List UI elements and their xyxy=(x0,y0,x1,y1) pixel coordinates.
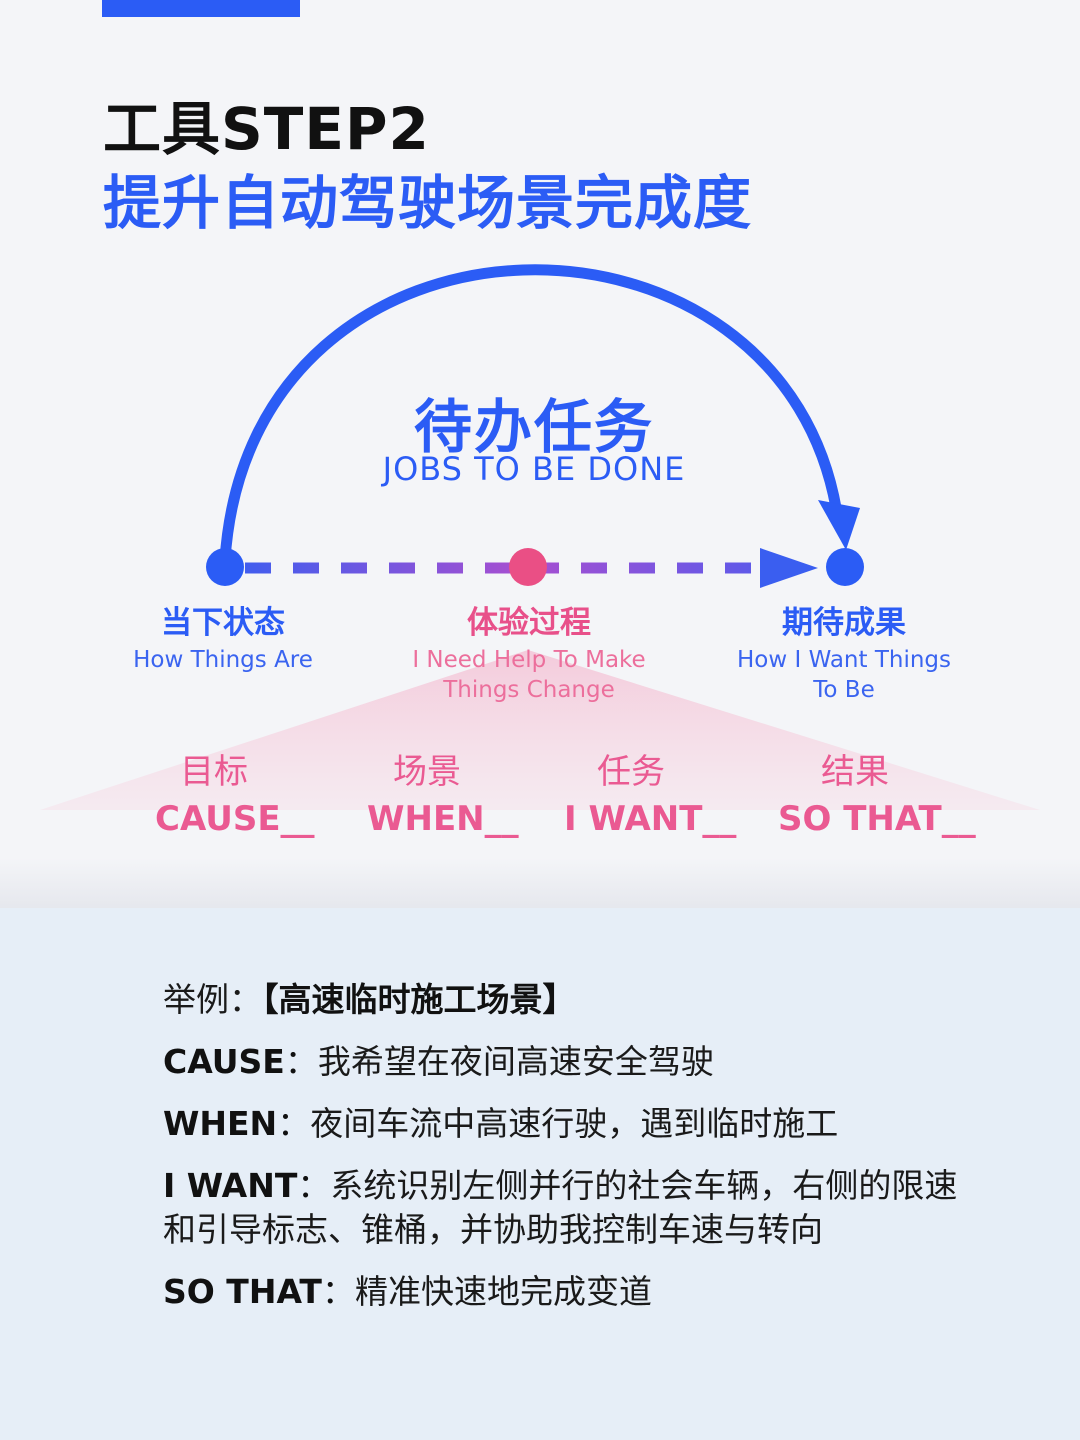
example-scene: 【高速临时施工场景】 xyxy=(262,980,576,1019)
formula-cause: 目标 CAUSE__ xyxy=(140,750,350,841)
page-title: 工具STEP2 xyxy=(103,95,430,163)
example-row-when: WHEN：夜间车流中高速行驶，遇到临时施工 xyxy=(163,1102,963,1146)
stage-expected-subtitle-line1: How I Want Things xyxy=(736,647,952,673)
start-dot xyxy=(206,548,244,586)
middle-dot xyxy=(509,548,547,586)
example-text-when: 夜间车流中高速行驶，遇到临时施工 xyxy=(310,1104,839,1143)
formula-when: 场景 WHEN__ xyxy=(355,750,545,841)
example-key-sothat: SO THAT xyxy=(163,1272,322,1311)
example-text-cause: 我希望在夜间高速安全驾驶 xyxy=(317,1042,714,1081)
formula-iwant: 任务 I WANT__ xyxy=(552,750,762,841)
end-dot xyxy=(826,548,864,586)
formula-sothat: 结果 SO THAT__ xyxy=(765,750,1005,841)
example-panel xyxy=(0,908,1080,1440)
formula-sothat-en: SO THAT__ xyxy=(778,799,976,839)
stage-expected-title: 期待成果 xyxy=(782,605,906,641)
example-text-iwant: 系统识别左侧并行的社会车辆，右侧的限速和引导标志、锥桶，并协助我控制车速与转向 xyxy=(163,1166,958,1249)
formula-cause-cn: 目标 xyxy=(180,752,248,792)
stage-current: 当下状态 How Things Are xyxy=(73,603,373,675)
example-key-cause: CAUSE xyxy=(163,1042,285,1081)
top-accent-bar xyxy=(102,0,300,17)
example-text-sothat: 精准快速地完成变道 xyxy=(354,1272,652,1311)
example-row-cause: CAUSE：我希望在夜间高速安全驾驶 xyxy=(163,1040,963,1084)
example-block: 举例：【高速临时施工场景】 CAUSE：我希望在夜间高速安全驾驶 WHEN：夜间… xyxy=(163,978,963,1332)
stage-expected-subtitle: How I Want Things To Be xyxy=(694,645,994,705)
formula-sothat-cn: 结果 xyxy=(821,752,889,792)
example-colon: ： xyxy=(297,1166,331,1205)
example-heading: 举例：【高速临时施工场景】 xyxy=(163,978,963,1022)
example-colon: ： xyxy=(277,1104,311,1143)
stage-expected: 期待成果 How I Want Things To Be xyxy=(694,603,994,705)
jtbd-diagram xyxy=(40,264,1040,810)
stage-experience-subtitle-line2: Things Change xyxy=(443,677,615,703)
example-key-when: WHEN xyxy=(163,1104,278,1143)
example-label: 举例： xyxy=(163,980,262,1019)
stage-current-title: 当下状态 xyxy=(161,605,285,641)
arc-arrow xyxy=(219,264,844,566)
stage-expected-subtitle-line2: To Be xyxy=(813,677,875,703)
arc-arrowhead xyxy=(818,500,860,550)
panel-shadow xyxy=(0,858,1080,908)
formula-iwant-en: I WANT__ xyxy=(564,799,737,839)
example-key-iwant: I WANT xyxy=(163,1166,298,1205)
jtbd-title-en: JOBS TO BE DONE xyxy=(382,450,686,488)
example-row-sothat: SO THAT：精准快速地完成变道 xyxy=(163,1270,963,1314)
example-colon: ： xyxy=(321,1272,355,1311)
example-colon: ： xyxy=(284,1042,318,1081)
jtbd-title-cn: 待办任务 xyxy=(413,393,654,461)
formula-iwant-cn: 任务 xyxy=(597,752,665,792)
formula-cause-en: CAUSE__ xyxy=(155,799,315,839)
dashed-arrowhead xyxy=(760,548,818,588)
formula-when-cn: 场景 xyxy=(393,752,461,792)
formula-when-en: WHEN__ xyxy=(367,799,519,839)
stage-current-subtitle: How Things Are xyxy=(133,647,313,673)
stage-experience-title: 体验过程 xyxy=(467,605,591,641)
page-subtitle: 提升自动驾驶场景完成度 xyxy=(103,169,753,237)
stage-experience: 体验过程 I Need Help To Make Things Change xyxy=(379,603,679,705)
stage-experience-subtitle: I Need Help To Make Things Change xyxy=(379,645,679,705)
example-row-iwant: I WANT：系统识别左侧并行的社会车辆，右侧的限速和引导标志、锥桶，并协助我控… xyxy=(163,1164,963,1252)
stage-experience-subtitle-line1: I Need Help To Make xyxy=(412,647,646,673)
formula-fan xyxy=(40,650,1040,810)
